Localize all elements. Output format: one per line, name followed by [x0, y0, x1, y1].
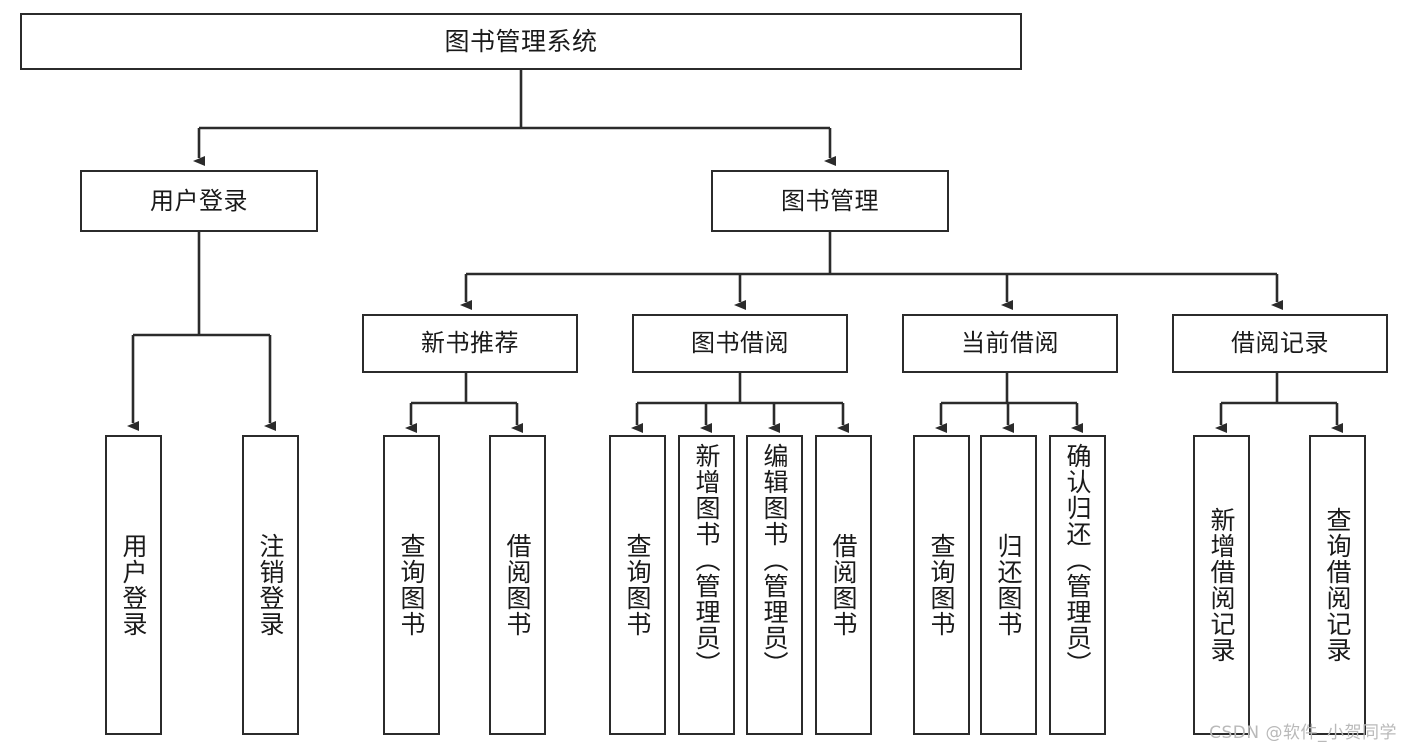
leaf-bb-edit-book-admin[interactable]: 编辑图书（管理员）: [746, 435, 803, 735]
leaf-logout[interactable]: 注销登录: [242, 435, 299, 735]
leaf-cb-return-book[interactable]: 归还图书: [980, 435, 1037, 735]
leaf-bb-add-book-admin[interactable]: 新增图书（管理员）: [678, 435, 735, 735]
node-label: 用户登录: [119, 533, 148, 637]
node-label: 当前借阅: [961, 329, 1059, 358]
node-label: 借阅图书: [503, 533, 532, 637]
node-borrow-record[interactable]: 借阅记录: [1172, 314, 1388, 373]
csdn-watermark: CSDN @软件_小贺同学: [1209, 723, 1397, 743]
leaf-bb-query-book[interactable]: 查询图书: [609, 435, 666, 735]
leaf-bb-borrow-book[interactable]: 借阅图书: [815, 435, 872, 735]
node-user-login[interactable]: 用户登录: [80, 170, 318, 232]
node-label: 编辑图书（管理员）: [760, 443, 789, 677]
leaf-nb-borrow-book[interactable]: 借阅图书: [489, 435, 546, 735]
leaf-br-query-record[interactable]: 查询借阅记录: [1309, 435, 1366, 735]
leaf-nb-query-book[interactable]: 查询图书: [383, 435, 440, 735]
node-label: 归还图书: [994, 533, 1023, 637]
leaf-br-add-record[interactable]: 新增借阅记录: [1193, 435, 1250, 735]
leaf-cb-confirm-return-admin[interactable]: 确认归还（管理员）: [1049, 435, 1106, 735]
node-label: 查询借阅记录: [1323, 507, 1352, 663]
node-book-borrow[interactable]: 图书借阅: [632, 314, 848, 373]
node-label: 借阅记录: [1231, 329, 1329, 358]
node-book-management[interactable]: 图书管理: [711, 170, 949, 232]
leaf-user-login[interactable]: 用户登录: [105, 435, 162, 735]
node-label: 借阅图书: [829, 533, 858, 637]
leaf-cb-query-book[interactable]: 查询图书: [913, 435, 970, 735]
node-label: 查询图书: [927, 533, 956, 637]
node-label: 查询图书: [397, 533, 426, 637]
node-label: 图书管理: [781, 186, 879, 215]
node-label: 图书管理系统: [444, 26, 598, 56]
node-label: 用户登录: [150, 186, 248, 215]
node-label: 注销登录: [256, 533, 285, 637]
node-root-system[interactable]: 图书管理系统: [20, 13, 1022, 70]
node-label: 图书借阅: [691, 329, 789, 358]
node-current-borrow[interactable]: 当前借阅: [902, 314, 1118, 373]
node-label: 确认归还（管理员）: [1063, 443, 1092, 677]
node-label: 查询图书: [623, 533, 652, 637]
node-label: 新书推荐: [421, 329, 519, 358]
node-label: 新增借阅记录: [1207, 507, 1236, 663]
node-new-book-recommend[interactable]: 新书推荐: [362, 314, 578, 373]
node-label: 新增图书（管理员）: [692, 443, 721, 677]
